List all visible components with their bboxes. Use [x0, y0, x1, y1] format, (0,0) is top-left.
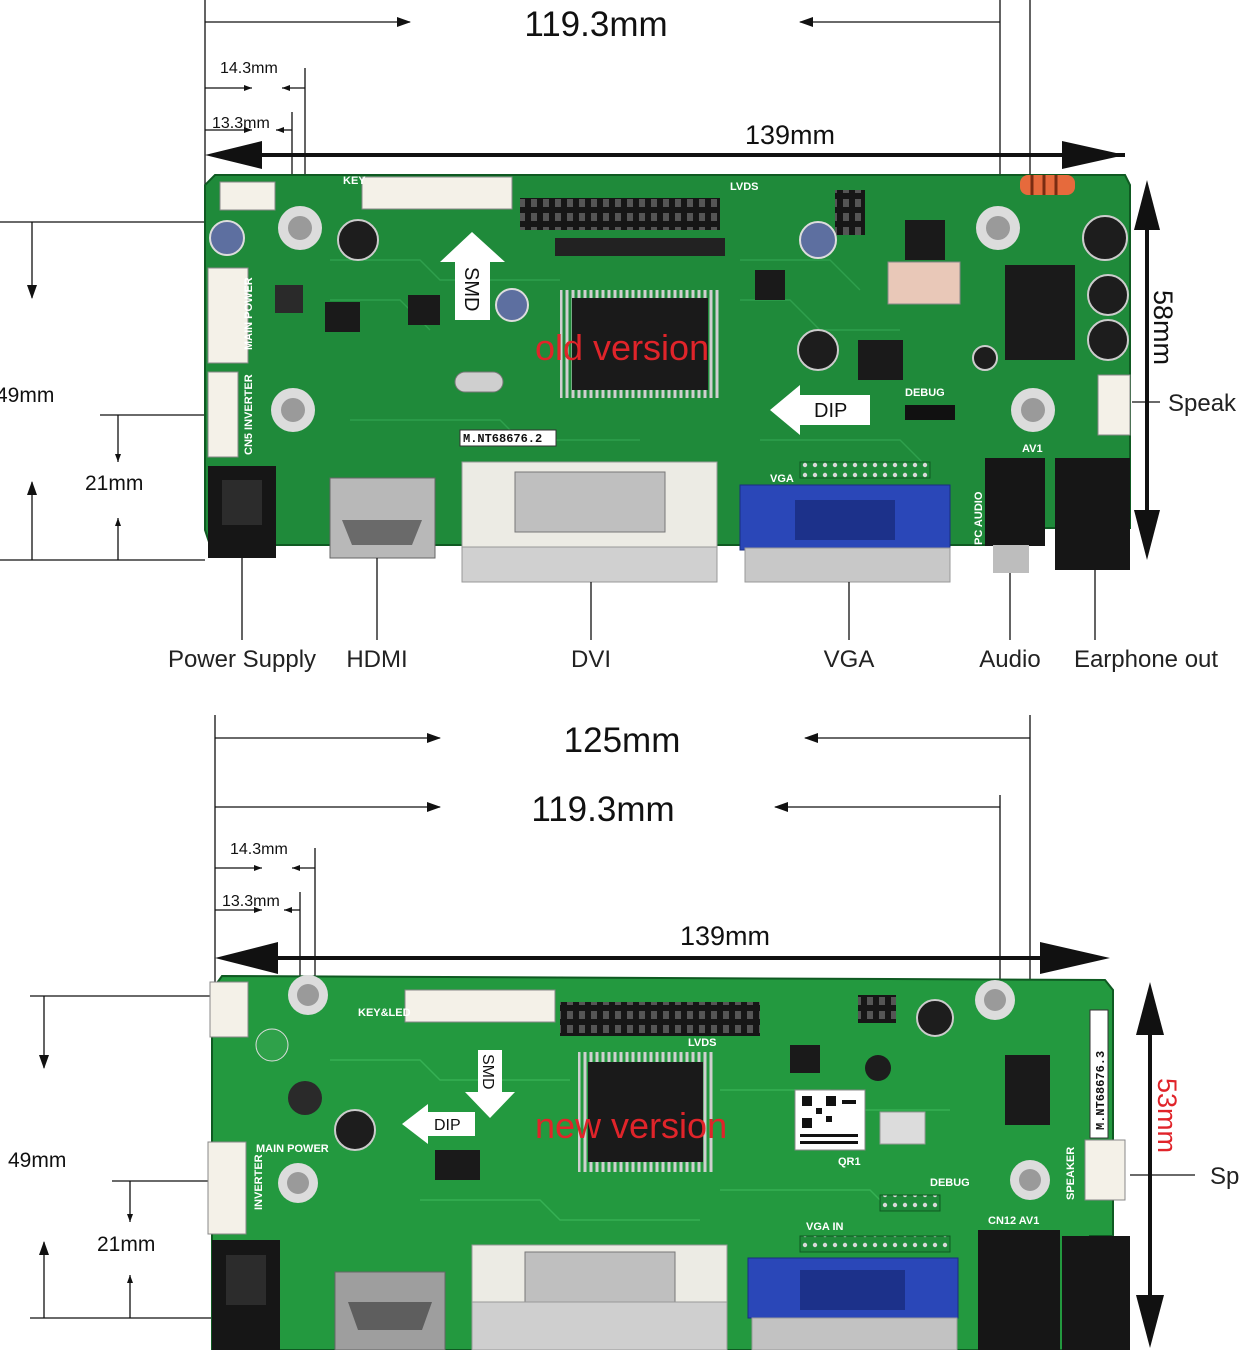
top-mount-hole-3: [976, 206, 1020, 250]
bottom-silk-av1: CN12 AV1: [988, 1215, 1039, 1227]
top-hdmi-port: [329, 477, 436, 559]
top-dim-119-label: 119.3mm: [524, 5, 667, 44]
bottom-mount-hole-1: [288, 975, 328, 1015]
bottom-dim-139-label: 139mm: [680, 921, 770, 951]
bottom-dim-119-label: 119.3mm: [531, 790, 674, 829]
bottom-version-label: new version: [535, 1105, 727, 1146]
bottom-mount-hole-2: [278, 1163, 318, 1203]
top-dim-21-label: 21mm: [85, 472, 143, 495]
top-silk-lvds: LVDS: [730, 181, 759, 193]
top-board-section: 119.3mm 14.3mm 13.3mm 139mm 58mm Speak: [0, 0, 1237, 673]
port-label-audio: Audio: [979, 646, 1040, 673]
bottom-dim-53-label: 53mm: [1152, 1078, 1182, 1153]
top-dim-13-3-label: 13.3mm: [212, 115, 270, 132]
top-silk-inverter: CN5 INVERTER: [243, 374, 255, 455]
top-main-chip: [572, 298, 708, 390]
bottom-dim-13-3-label: 13.3mm: [222, 893, 280, 910]
bottom-mount-hole-4: [1010, 1160, 1050, 1200]
port-label-power-supply: Power Supply: [168, 646, 316, 673]
top-port-labels: Power Supply HDMI DVI VGA Audio Earphone…: [168, 558, 1218, 673]
bottom-silk-main-power: MAIN POWER: [256, 1143, 329, 1155]
top-earphone-port: [1055, 458, 1130, 570]
bottom-smd-arrow: SMD: [465, 1050, 515, 1118]
bottom-silk-inverter: INVERTER: [253, 1154, 265, 1210]
top-side-speaker-label: Speak: [1168, 390, 1237, 417]
port-label-vga: VGA: [824, 646, 875, 673]
top-silk-vga: VGA: [770, 473, 794, 485]
bottom-earphone-port: [1062, 1236, 1130, 1350]
top-mount-hole-1: [278, 206, 322, 250]
bottom-silk-speaker: SPEAKER: [1065, 1147, 1077, 1200]
top-silk-pc-audio: PC AUDIO: [973, 491, 985, 545]
svg-text:DIP: DIP: [814, 400, 847, 422]
bottom-mount-hole-3: [975, 980, 1015, 1020]
top-silk-av1: AV1: [1022, 443, 1043, 455]
bottom-silk-qr: QR1: [838, 1156, 861, 1168]
bottom-model-label: M.NT68676.3: [1094, 1051, 1108, 1130]
top-silk-main-power: MAIN POWER: [243, 277, 255, 350]
bottom-dip-arrow: DIP: [402, 1104, 475, 1144]
top-pcb: SMD DIP M.NT68676.2 KEY LVDS DEBUG VGA A…: [204, 174, 1131, 546]
port-label-hdmi: HDMI: [346, 646, 407, 673]
bottom-dim-125-label: 125mm: [564, 721, 681, 760]
bottom-ports: [212, 1230, 1130, 1350]
bottom-silk-vga-in: VGA IN: [806, 1221, 844, 1233]
top-mount-hole-4: [1011, 388, 1055, 432]
top-silk-key: KEY: [343, 175, 366, 187]
bottom-pcb: QR1 SMD DIP M.NT68676.3 KEY&LED LVDS DEB…: [207, 974, 1126, 1350]
bottom-main-chip: [588, 1062, 703, 1162]
top-ports: [208, 458, 1130, 583]
svg-text:SMD: SMD: [479, 1054, 496, 1090]
bottom-side-speaker-label: Sp: [1210, 1163, 1239, 1190]
top-silk-debug: DEBUG: [905, 387, 945, 399]
bottom-silk-lvds: LVDS: [688, 1037, 717, 1049]
top-dip-arrow: DIP: [770, 385, 870, 435]
port-label-earphone-out: Earphone out: [1074, 646, 1218, 673]
bottom-board-section: 125mm 119.3mm 14.3mm 13.3mm 139mm 53mm S…: [8, 715, 1239, 1350]
top-audio-port: [985, 458, 1045, 546]
top-dim-49-label: 49mm: [0, 384, 54, 407]
port-label-dvi: DVI: [571, 646, 611, 673]
top-model-label: M.NT68676.2: [463, 432, 542, 446]
bottom-silk-key-led: KEY&LED: [358, 1007, 411, 1019]
svg-text:SMD: SMD: [460, 267, 482, 311]
bottom-dim-21-label: 21mm: [97, 1233, 155, 1256]
top-smd-arrow: SMD: [440, 232, 505, 320]
bottom-dim-14-3-label: 14.3mm: [230, 841, 288, 858]
top-dim-14-3-label: 14.3mm: [220, 60, 278, 77]
top-dim-139-label: 139mm: [745, 120, 835, 150]
top-dimensions: 119.3mm 14.3mm 13.3mm 139mm 58mm Speak: [0, 0, 1237, 561]
top-mount-hole-2: [271, 388, 315, 432]
top-version-label: old version: [535, 327, 709, 368]
bottom-audio-port: [978, 1230, 1060, 1350]
bottom-dim-49-label: 49mm: [8, 1149, 66, 1172]
top-dim-58-label: 58mm: [1148, 290, 1178, 365]
bottom-dimensions: 125mm 119.3mm 14.3mm 13.3mm 139mm 53mm S…: [8, 715, 1239, 1348]
bottom-silk-debug: DEBUG: [930, 1177, 970, 1189]
svg-text:DIP: DIP: [434, 1117, 461, 1134]
